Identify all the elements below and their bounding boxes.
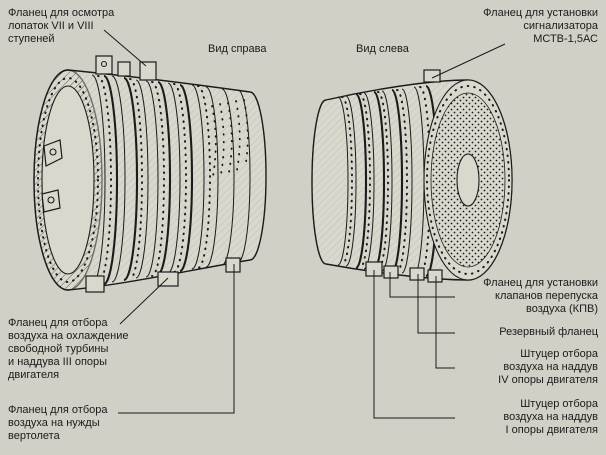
callout-mstv-flange: Фланец для установки сигнализатора МСТВ-… — [483, 7, 598, 45]
view-left-title: Вид слева — [356, 43, 409, 55]
engine-right-ribs — [91, 74, 251, 286]
leader-lines — [103, 29, 506, 419]
engine-view-left-drawing — [311, 69, 513, 283]
leader-inspection-flange — [103, 29, 147, 67]
engine-left-front-face — [423, 79, 513, 281]
callout-reserve-flange: Резервный фланец — [499, 326, 598, 338]
callout-inspection-flange: Фланец для осмотра лопаток VII и VIII ст… — [8, 7, 115, 45]
leader-kpv-flange — [389, 272, 455, 298]
callout-support1-fitting: Штуцер отбора воздуха на наддув I опоры … — [503, 398, 598, 436]
leader-support4-fitting — [435, 276, 455, 369]
engine-right-perforations — [211, 99, 249, 177]
view-right-title: Вид справа — [208, 43, 267, 55]
engine-left-bottom-fittings — [365, 261, 443, 283]
callout-turbine-cooling-flange: Фланец для отбора воздуха на охлаждение … — [8, 317, 129, 381]
engine-right-top-fittings — [95, 55, 157, 81]
engine-right-brackets — [41, 139, 63, 213]
callout-kpv-flange: Фланец для установки клапанов перепуска … — [483, 277, 598, 315]
engine-left-ribs — [337, 84, 439, 278]
leader-mstv-flange — [431, 43, 506, 79]
callout-support4-fitting: Штуцер отбора воздуха на наддув IV опоры… — [498, 348, 598, 386]
engine-right-bottom-fittings — [85, 257, 241, 293]
callout-helicopter-needs-flange: Фланец для отбора воздуха на нужды верто… — [8, 404, 108, 442]
leader-reserve-flange — [417, 274, 455, 334]
leader-support1-fitting — [373, 270, 455, 419]
engine-view-right-drawing — [33, 55, 267, 293]
engine-left-top-fittings — [423, 69, 441, 83]
leader-turbine-cooling-flange — [119, 277, 169, 325]
leader-helicopter-needs-flange — [118, 264, 235, 414]
